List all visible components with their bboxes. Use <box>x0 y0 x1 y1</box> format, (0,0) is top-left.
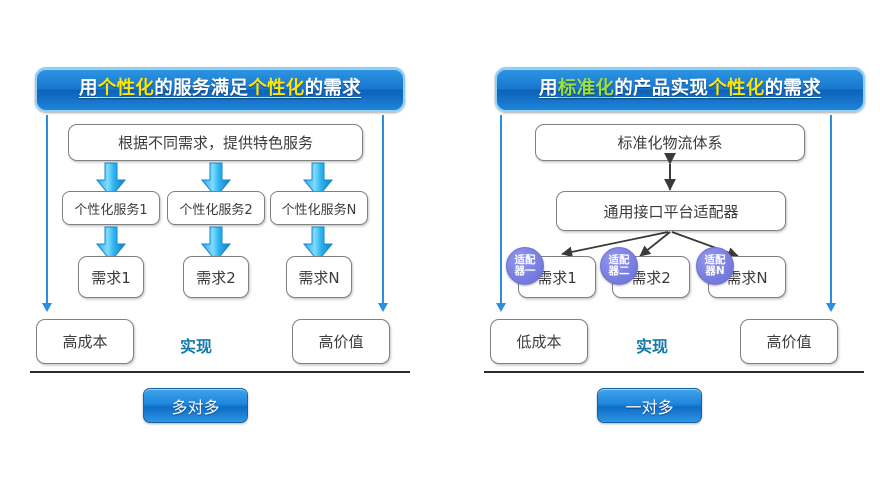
left-top-box-label: 根据不同需求，提供特色服务 <box>117 134 313 152</box>
right-panel-right-rail-arrowhead <box>826 303 836 312</box>
demand-box-2-label: 需求2 <box>196 268 236 287</box>
right-rail-line <box>382 115 384 305</box>
demand-box-3[interactable]: 需求N <box>286 256 352 298</box>
demand-box-2[interactable]: 需求2 <box>183 256 249 298</box>
adapter-circle-2-line2: 器二 <box>608 265 630 277</box>
right-panel-right-rail-line <box>830 115 832 305</box>
right-demand-box-3-label: 需求N <box>726 268 768 287</box>
left-summary-button-label: 多对多 <box>171 397 220 417</box>
service-box-1-label: 个性化服务1 <box>74 202 148 218</box>
service-box-3-label: 个性化服务N <box>281 202 357 218</box>
left-header-highlight1: 个性化 <box>97 78 155 100</box>
left-rail-line <box>46 115 48 305</box>
left-header-part3: 的需求 <box>304 78 362 100</box>
right-top-box[interactable]: 标准化物流体系 <box>535 124 805 161</box>
right-header-highlight2: 个性化 <box>708 78 765 100</box>
right-header-highlight1: 标准化 <box>557 78 615 100</box>
fat-down-arrow-icon <box>201 162 231 198</box>
adapter-circle-1[interactable]: 适配 器一 <box>506 247 544 285</box>
fat-down-arrow-icon <box>96 226 126 262</box>
right-summary-button[interactable]: 一对多 <box>597 388 702 423</box>
platform-adapter-box-label: 通用接口平台适配器 <box>603 202 739 221</box>
right-cost-box[interactable]: 低成本 <box>490 319 588 364</box>
right-cost-box-label: 低成本 <box>516 333 562 351</box>
left-summary-button[interactable]: 多对多 <box>143 388 248 423</box>
service-box-2-label: 个性化服务2 <box>179 202 253 218</box>
left-header-part2: 的服务满足 <box>154 78 249 100</box>
value-box-label: 高价值 <box>318 333 364 351</box>
fat-down-arrow-icon <box>303 162 333 198</box>
left-header-text: 用个性化的服务满足个性化的需求 <box>79 80 361 99</box>
adapter-circle-3[interactable]: 适配 器N <box>696 247 734 285</box>
left-rail-arrowhead <box>42 303 52 312</box>
adapter-circle-3-line1: 适配 <box>704 253 726 266</box>
adapter-circle-1-line1: 适配 <box>514 253 536 266</box>
service-box-2[interactable]: 个性化服务2 <box>167 191 265 225</box>
left-top-box[interactable]: 根据不同需求，提供特色服务 <box>68 124 363 161</box>
demand-box-1[interactable]: 需求1 <box>78 256 144 298</box>
right-panel-left-rail-arrowhead <box>496 303 506 312</box>
right-value-box-label: 高价值 <box>766 333 812 351</box>
right-top-box-label: 标准化物流体系 <box>617 134 723 152</box>
cost-box[interactable]: 高成本 <box>36 319 134 364</box>
service-box-1[interactable]: 个性化服务1 <box>62 191 160 225</box>
value-box[interactable]: 高价值 <box>292 319 390 364</box>
right-demand-box-1-label: 需求1 <box>537 268 577 287</box>
right-header-text: 用标准化的产品实现个性化的需求 <box>539 80 821 99</box>
left-panel: 用个性化的服务满足个性化的需求 根据不同需求，提供特色服务 个性化服务1 <box>30 67 410 423</box>
right-header-banner[interactable]: 用标准化的产品实现个性化的需求 <box>495 67 865 112</box>
fat-down-arrow-icon <box>201 226 231 262</box>
platform-adapter-box[interactable]: 通用接口平台适配器 <box>556 191 786 231</box>
right-panel-left-rail-line <box>500 115 502 305</box>
realize-label: 实现 <box>180 337 213 356</box>
service-box-3[interactable]: 个性化服务N <box>270 191 368 225</box>
right-header-part3: 的需求 <box>764 78 822 100</box>
right-realize-label: 实现 <box>636 337 669 356</box>
right-rail-arrowhead <box>378 303 388 312</box>
demand-box-3-label: 需求N <box>298 268 340 287</box>
left-header-banner[interactable]: 用个性化的服务满足个性化的需求 <box>35 67 405 112</box>
right-bottom-divider <box>484 371 864 373</box>
cost-box-label: 高成本 <box>62 333 108 351</box>
adapter-circle-3-line2: 器N <box>705 265 725 277</box>
left-header-highlight2: 个性化 <box>248 78 305 100</box>
adapter-circle-1-line2: 器一 <box>514 265 536 277</box>
bottom-divider <box>30 371 410 373</box>
left-header-part1: 用 <box>78 78 98 100</box>
right-header-part1: 用 <box>538 78 558 100</box>
adapter-circle-2-line1: 适配 <box>608 253 630 266</box>
fat-down-arrow-icon <box>303 226 333 262</box>
right-panel: 用标准化的产品实现个性化的需求 标准化物流体系 通用接口平台适配器 <box>440 0 880 490</box>
right-demand-box-2-label: 需求2 <box>631 268 671 287</box>
right-summary-button-label: 一对多 <box>625 397 674 417</box>
fat-down-arrow-icon <box>96 162 126 198</box>
adapter-circle-2[interactable]: 适配 器二 <box>600 247 638 285</box>
right-header-part2: 的产品实现 <box>614 78 709 100</box>
fanout-arrow-center <box>639 231 671 257</box>
right-value-box[interactable]: 高价值 <box>740 319 838 364</box>
demand-box-1-label: 需求1 <box>91 268 131 287</box>
